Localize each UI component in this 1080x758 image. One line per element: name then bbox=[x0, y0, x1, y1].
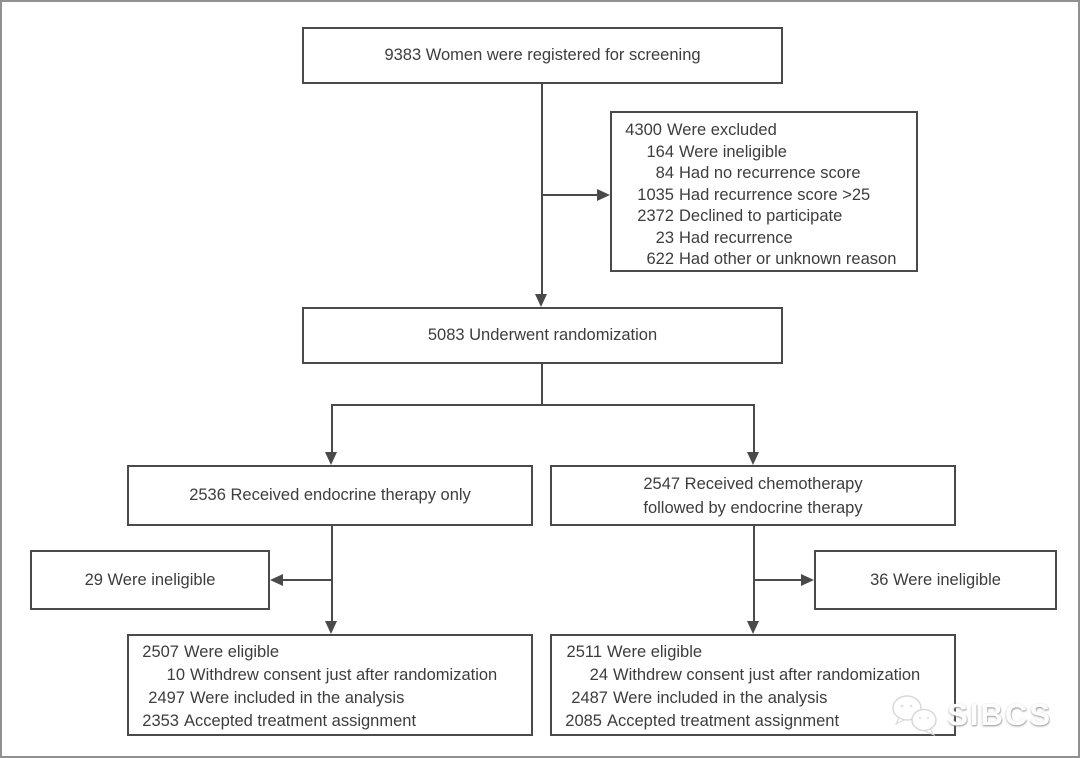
reason: Declined to participate bbox=[679, 207, 843, 225]
count: 2487 bbox=[571, 689, 608, 707]
ineligible-right-label: 36 Were ineligible bbox=[870, 570, 1001, 589]
count: 622 bbox=[646, 250, 674, 268]
connector-line bbox=[755, 579, 801, 581]
chemo-arm-label: 2547 Received chemotherapy followed by e… bbox=[643, 472, 862, 520]
speech-bubbles-icon bbox=[892, 695, 937, 737]
ineligible-right-box: 36 Were ineligible bbox=[814, 550, 1057, 610]
eligible-line: 2085 Accepted treatment assignment bbox=[560, 710, 948, 733]
excluded-line: 4300 Were excluded bbox=[622, 120, 910, 142]
detail: Were eligible bbox=[184, 643, 280, 661]
excluded-line: 2372 Declined to participate bbox=[622, 206, 910, 228]
reason: Were ineligible bbox=[679, 142, 787, 161]
arrowhead-down-icon bbox=[747, 621, 759, 634]
eligible-line: 10 Withdrew consent just after randomizat… bbox=[137, 664, 525, 687]
reason: Had no recurrence score bbox=[679, 164, 861, 182]
watermark-label: SIBCS bbox=[947, 697, 1052, 732]
eligible-left-lines: 2507 Were eligible 10 Withdrew consent jus… bbox=[129, 636, 531, 733]
count: 2372 bbox=[637, 207, 674, 225]
count: 2507 bbox=[142, 643, 179, 661]
screening-label: 9383 Women were registered for screening bbox=[384, 46, 701, 64]
detail: Were eligible bbox=[607, 643, 703, 661]
arrowhead-right-icon bbox=[597, 189, 610, 201]
detail: Were included in the analysis bbox=[613, 689, 828, 707]
count: 10 bbox=[166, 666, 185, 684]
reason: Had recurrence score >25 bbox=[679, 185, 871, 204]
ineligible-left-label: 29 Were ineligible bbox=[84, 570, 216, 589]
detail: Withdrew consent just after randomizatio… bbox=[190, 666, 498, 684]
eligible-line: 2511 Were eligible bbox=[560, 641, 948, 664]
eligible-line: 2353 Accepted treatment assignment bbox=[137, 710, 525, 733]
reason: Had recurrence bbox=[679, 228, 793, 247]
count: 84 bbox=[655, 164, 674, 182]
ineligible-left-box: 29 Were ineligible bbox=[30, 550, 270, 610]
chemo-arm-line2: followed by endocrine therapy bbox=[643, 498, 863, 517]
connector-line bbox=[753, 404, 755, 452]
randomization-label: 5083 Underwent randomization bbox=[427, 326, 658, 344]
count: 2353 bbox=[142, 712, 179, 730]
eligible-line: 2507 Were eligible bbox=[137, 641, 525, 664]
count: 1035 bbox=[637, 185, 674, 204]
count: 2511 bbox=[566, 643, 602, 661]
excluded-line: 164 Were ineligible bbox=[622, 142, 910, 164]
connector-line bbox=[541, 84, 543, 294]
eligible-right-lines: 2511 Were eligible 24 Withdrew consent jus… bbox=[552, 636, 954, 733]
endocrine-arm-label: 2536 Received endocrine therapy only bbox=[189, 486, 471, 504]
eligible-line: 24 Withdrew consent just after randomizat… bbox=[560, 664, 948, 687]
arrowhead-left-icon bbox=[270, 574, 283, 586]
excluded-line: 84 Had no recurrence score bbox=[622, 163, 910, 185]
arrowhead-down-icon bbox=[325, 452, 337, 465]
watermark: SIBCS bbox=[891, 692, 1052, 738]
screening-box: 9383 Women were registered for screening bbox=[302, 27, 783, 84]
eligible-left-box: 2507 Were eligible 10 Withdrew consent jus… bbox=[127, 634, 533, 736]
detail: Withdrew consent just after randomizatio… bbox=[613, 666, 921, 684]
reason: Were excluded bbox=[667, 121, 777, 139]
excluded-line: 1035 Had recurrence score >25 bbox=[622, 185, 910, 207]
randomization-box: 5083 Underwent randomization bbox=[302, 307, 783, 364]
count: 24 bbox=[589, 666, 608, 684]
count: 2497 bbox=[148, 689, 185, 707]
arrowhead-down-icon bbox=[535, 294, 547, 307]
connector-line bbox=[283, 579, 332, 581]
connector-line bbox=[331, 526, 333, 621]
detail: Accepted treatment assignment bbox=[607, 712, 840, 730]
count: 164 bbox=[646, 142, 674, 161]
arrowhead-down-icon bbox=[747, 452, 759, 465]
arrowhead-down-icon bbox=[325, 621, 337, 634]
arrowhead-right-icon bbox=[801, 574, 814, 586]
count: 4300 bbox=[625, 121, 662, 139]
detail: Accepted treatment assignment bbox=[184, 712, 417, 730]
endocrine-arm-box: 2536 Received endocrine therapy only bbox=[127, 465, 533, 526]
chemo-arm-box: 2547 Received chemotherapy followed by e… bbox=[550, 465, 956, 526]
connector-line bbox=[331, 404, 333, 452]
eligible-right-box: 2511 Were eligible 24 Withdrew consent jus… bbox=[550, 634, 956, 736]
connector-line bbox=[331, 404, 755, 406]
detail: Were included in the analysis bbox=[190, 689, 405, 707]
connector-line bbox=[753, 526, 755, 621]
connector-line bbox=[541, 364, 543, 406]
eligible-line: 2487 Were included in the analysis bbox=[560, 687, 948, 710]
eligible-line: 2497 Were included in the analysis bbox=[137, 687, 525, 710]
excluded-line: 622 Had other or unknown reason bbox=[622, 249, 910, 271]
connector-line bbox=[542, 194, 597, 196]
reason: Had other or unknown reason bbox=[679, 250, 897, 268]
count: 2085 bbox=[565, 712, 602, 730]
count: 23 bbox=[655, 228, 674, 247]
chemo-arm-line1: 2547 Received chemotherapy bbox=[643, 474, 863, 493]
excluded-line: 23 Had recurrence bbox=[622, 228, 910, 250]
